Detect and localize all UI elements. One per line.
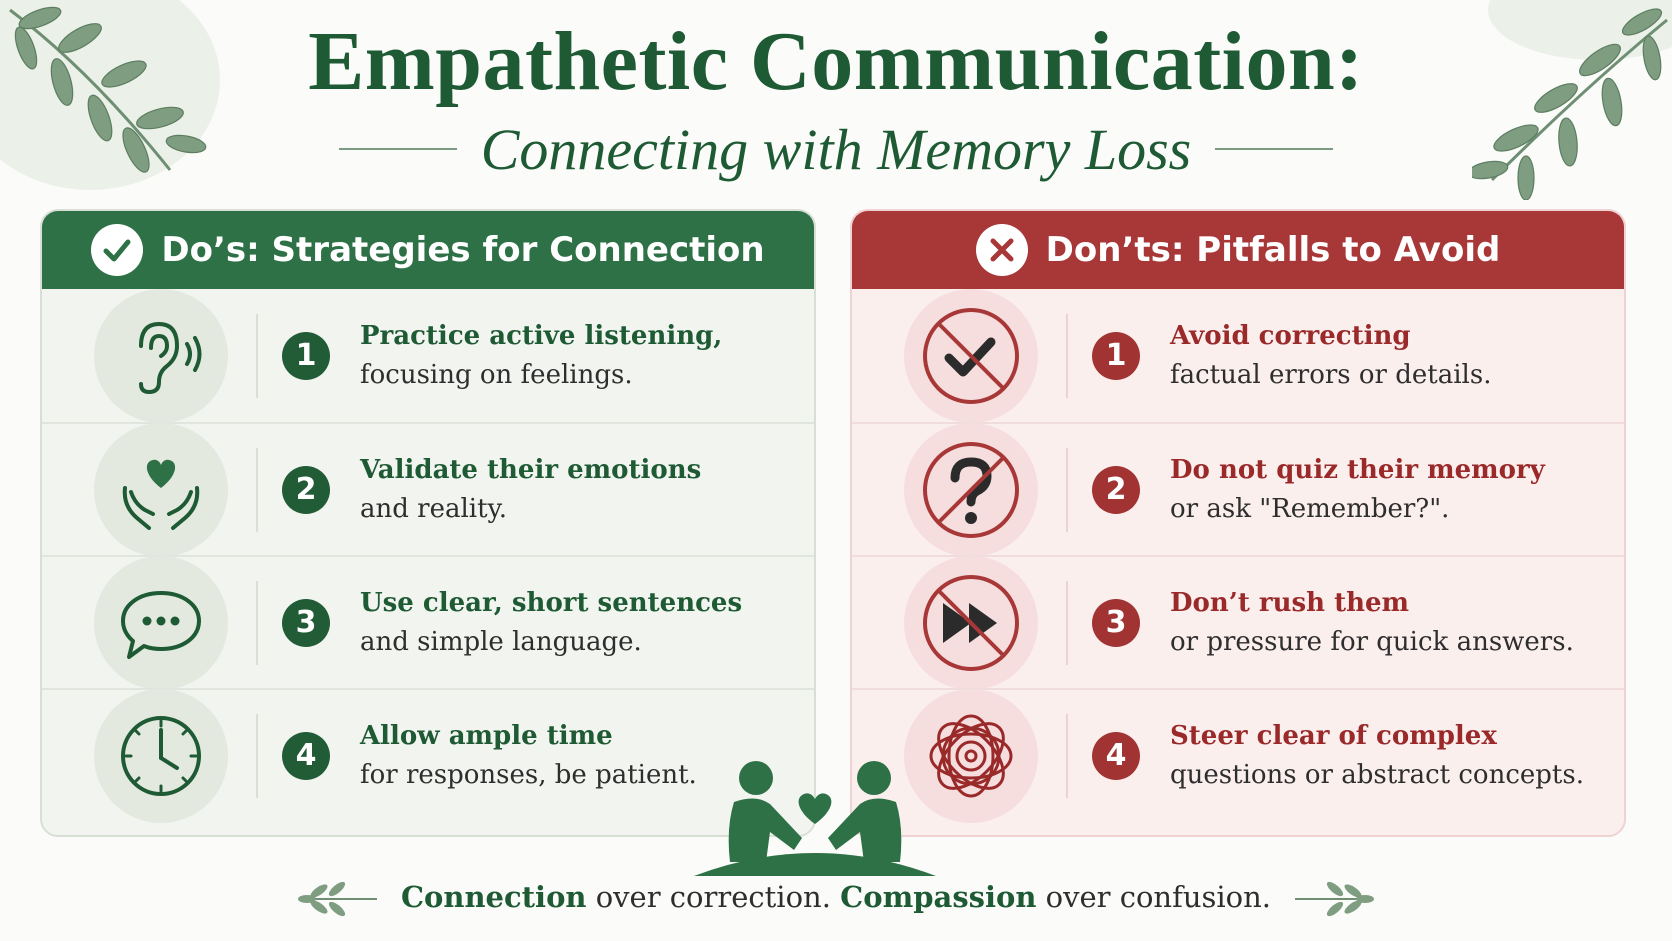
donts-item-rest: or pressure for quick answers. xyxy=(1170,626,1574,657)
two-people-heart-icon xyxy=(694,761,936,876)
step-number: 2 xyxy=(1092,465,1140,514)
donts-item-lead: Avoid correcting xyxy=(1170,320,1411,351)
donts-item-rest: questions or abstract concepts. xyxy=(1170,759,1584,790)
leaf-branch-icon-top-right xyxy=(1472,8,1668,200)
step-number: 3 xyxy=(1092,598,1140,647)
ear-icon xyxy=(94,288,228,423)
step-number: 4 xyxy=(1092,731,1140,780)
footer-text-2: over confusion. xyxy=(1036,880,1272,914)
row-divider xyxy=(256,580,258,665)
heart-hands-icon xyxy=(94,422,228,557)
page-subtitle: Connecting with Memory Loss xyxy=(480,116,1192,182)
row-divider xyxy=(1066,580,1068,665)
donts-row-3: 3 Don’t rush them or pressure for quick … xyxy=(852,555,1624,690)
row-divider xyxy=(1066,713,1068,798)
footer: Connection over correction. Compassion o… xyxy=(0,872,1672,922)
donts-item-text: Steer clear of complex questions or abst… xyxy=(1170,717,1584,795)
checkmark-icon xyxy=(91,224,144,276)
step-number: 1 xyxy=(1092,331,1140,380)
donts-row-4: 4 Steer clear of complex questions or ab… xyxy=(852,688,1624,823)
dos-item-rest: for responses, be patient. xyxy=(360,759,697,790)
step-number: 3 xyxy=(282,598,330,647)
donts-item-lead: Steer clear of complex xyxy=(1170,720,1497,751)
donts-item-text: Avoid correcting factual errors or detai… xyxy=(1170,317,1491,395)
donts-item-rest: or ask "Remember?". xyxy=(1170,493,1450,524)
dos-item-rest: and simple language. xyxy=(360,626,642,657)
dos-header: Do’s: Strategies for Connection xyxy=(42,211,814,289)
dos-item-lead: Use clear, short sentences xyxy=(360,587,743,618)
donts-item-lead: Don’t rush them xyxy=(1170,587,1410,618)
dos-item-text: Allow ample time for responses, be patie… xyxy=(360,717,697,795)
donts-item-text: Do not quiz their memory or ask "Remembe… xyxy=(1170,451,1545,529)
footer-bold-compassion: Compassion xyxy=(840,880,1037,914)
subtitle-rule-right xyxy=(1215,148,1334,150)
dos-heading: Do’s: Strategies for Connection xyxy=(161,230,765,270)
speech-bubble-icon xyxy=(94,555,228,690)
row-divider xyxy=(256,713,258,798)
donts-item-text: Don’t rush them or pressure for quick an… xyxy=(1170,584,1574,662)
donts-panel: Don’ts: Pitfalls to Avoid 1 Avoid correc… xyxy=(850,209,1626,837)
row-divider xyxy=(1066,447,1068,532)
footer-tagline: Connection over correction. Compassion o… xyxy=(401,880,1271,914)
dos-item-lead: Validate their emotions xyxy=(360,454,702,485)
footer-text-1: over correction. xyxy=(586,880,841,914)
donts-row-2: 2 Do not quiz their memory or ask "Remem… xyxy=(852,422,1624,557)
dos-item-text: Validate their emotions and reality. xyxy=(360,451,701,529)
leaf-branch-icon-top-left xyxy=(9,6,207,173)
no-checkmark-icon xyxy=(904,288,1038,423)
subtitle-rule-left xyxy=(338,148,457,150)
donts-header: Don’ts: Pitfalls to Avoid xyxy=(852,211,1624,289)
dos-item-lead: Allow ample time xyxy=(360,720,613,751)
step-number: 4 xyxy=(282,731,330,780)
dos-item-rest: focusing on feelings. xyxy=(360,359,633,390)
dos-item-text: Use clear, short sentences and simple la… xyxy=(360,584,742,662)
donts-item-lead: Do not quiz their memory xyxy=(1170,454,1545,485)
footer-bold-connection: Connection xyxy=(400,880,587,914)
dos-item-text: Practice active listening, focusing on f… xyxy=(360,317,722,395)
subtitle-row: Connecting with Memory Loss xyxy=(0,112,1672,186)
clock-icon xyxy=(94,688,228,823)
row-divider xyxy=(1066,313,1068,398)
sprig-icon-right xyxy=(1295,881,1375,917)
donts-heading: Don’ts: Pitfalls to Avoid xyxy=(1045,230,1501,270)
row-divider xyxy=(256,313,258,398)
donts-item-rest: factual errors or details. xyxy=(1170,359,1492,390)
donts-row-1: 1 Avoid correcting factual errors or det… xyxy=(852,288,1624,423)
dos-row-1: 1 Practice active listening, focusing on… xyxy=(42,288,814,423)
dos-item-lead: Practice active listening, xyxy=(360,320,723,351)
dos-row-4: 4 Allow ample time for responses, be pat… xyxy=(42,688,814,823)
dos-item-rest: and reality. xyxy=(360,493,508,524)
no-fast-forward-icon xyxy=(904,555,1038,690)
tangled-scribble-icon xyxy=(904,688,1038,823)
dos-row-3: 3 Use clear, short sentences and simple … xyxy=(42,555,814,690)
row-divider xyxy=(256,447,258,532)
dos-row-2: 2 Validate their emotions and reality. xyxy=(42,422,814,557)
dos-panel: Do’s: Strategies for Connection 1 Practi… xyxy=(40,209,816,837)
x-icon xyxy=(975,224,1028,276)
page-title: Empathetic Communication: xyxy=(308,15,1364,108)
no-question-icon xyxy=(904,422,1038,557)
sprig-icon-left xyxy=(297,881,377,917)
step-number: 2 xyxy=(282,465,330,514)
step-number: 1 xyxy=(282,331,330,380)
